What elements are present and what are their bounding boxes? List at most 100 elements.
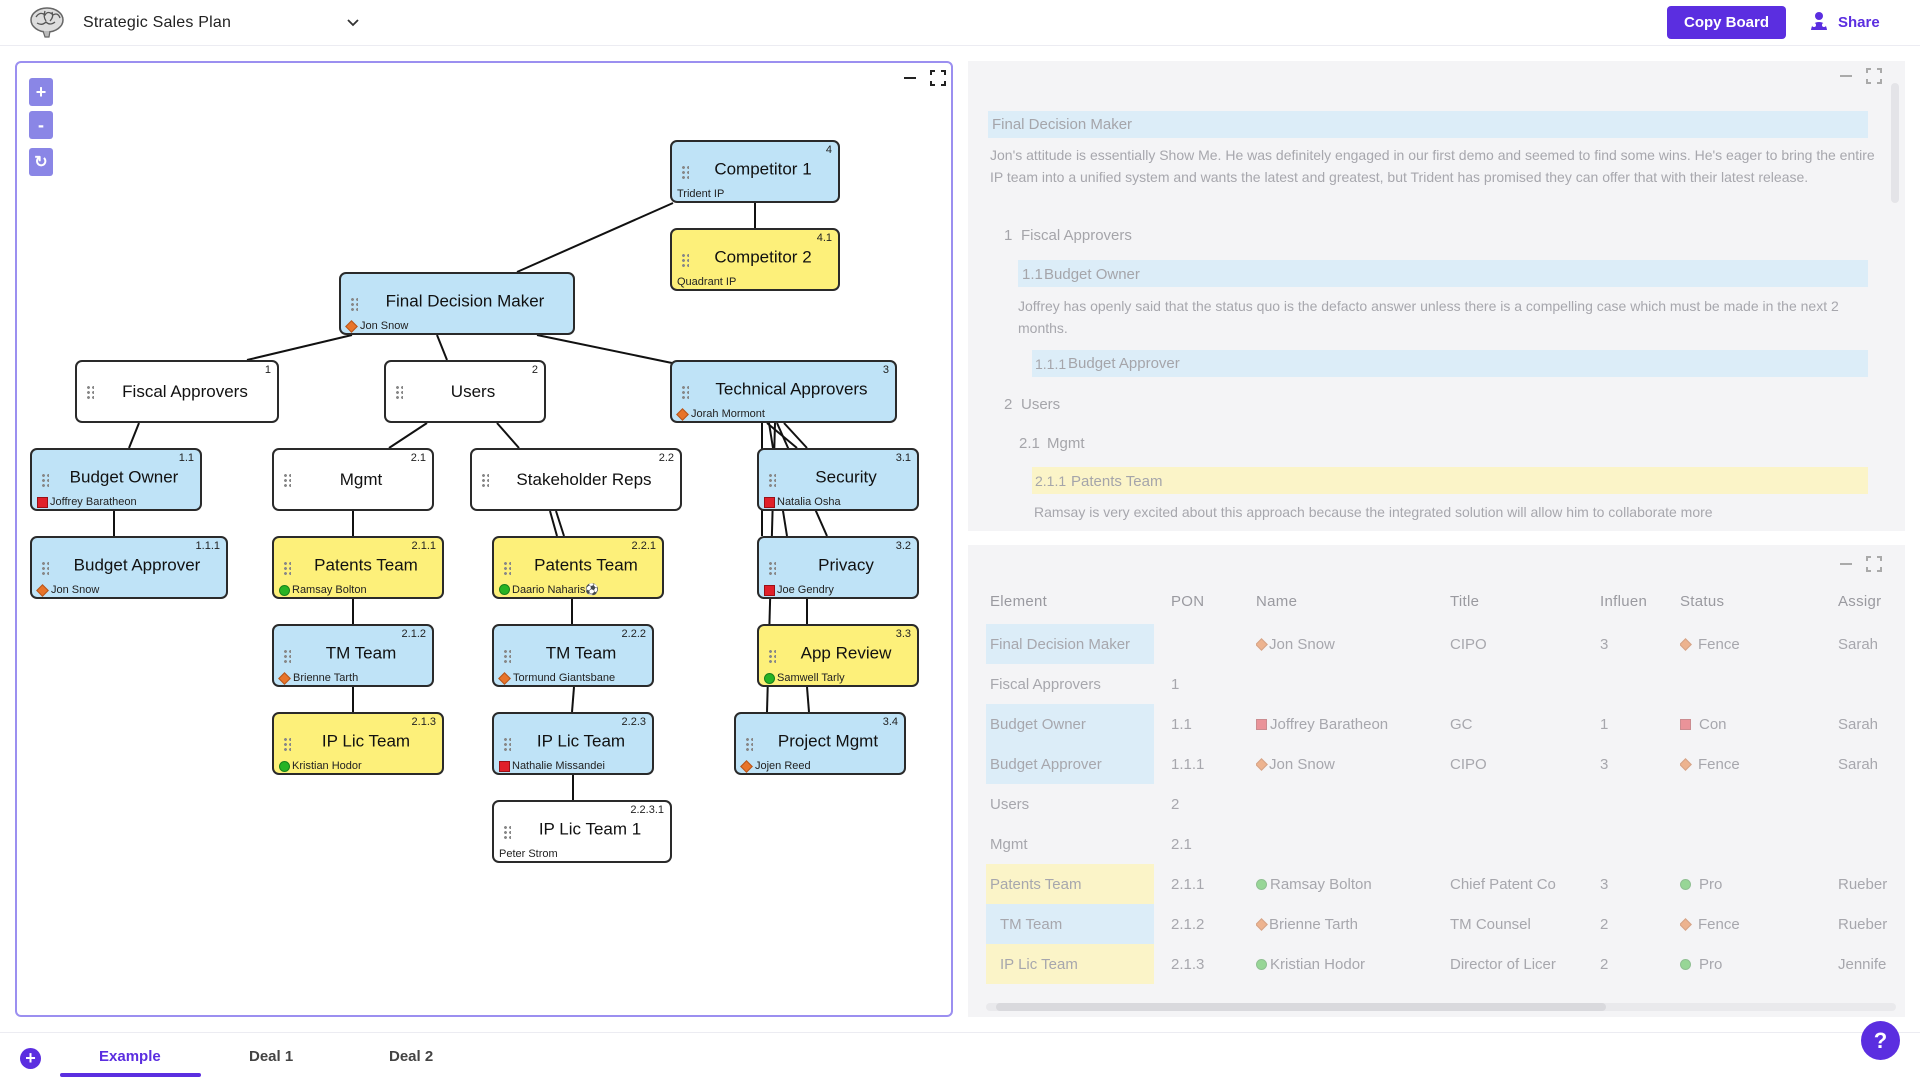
square-status-icon xyxy=(37,496,48,508)
drag-handle-icon[interactable] xyxy=(350,296,358,311)
drag-handle-icon[interactable] xyxy=(503,824,511,839)
drag-handle-icon[interactable] xyxy=(745,736,753,751)
help-button[interactable]: ? xyxy=(1861,1021,1900,1060)
drag-handle-icon[interactable] xyxy=(283,736,291,751)
drag-handle-icon[interactable] xyxy=(768,560,776,575)
outline-heading-fiscal: Fiscal Approvers xyxy=(1021,227,1132,244)
cell-influence: 3 xyxy=(1600,635,1609,653)
tab-example[interactable]: Example xyxy=(99,1048,161,1065)
drag-handle-icon[interactable] xyxy=(503,648,511,663)
node-number: 2.1 xyxy=(410,452,426,464)
minimize-icon[interactable] xyxy=(1838,556,1854,572)
drag-handle-icon[interactable] xyxy=(283,472,291,487)
table-horizontal-scrollbar[interactable] xyxy=(986,1003,1896,1011)
cell-assigned xyxy=(1838,784,1888,824)
drag-handle-icon[interactable] xyxy=(503,736,511,751)
drag-handle-icon[interactable] xyxy=(503,560,511,575)
drag-handle-icon[interactable] xyxy=(283,648,291,663)
drag-handle-icon[interactable] xyxy=(768,648,776,663)
elements-table-panel[interactable]: Element PON Name Title Influen Status As… xyxy=(968,545,1905,1017)
drag-handle-icon[interactable] xyxy=(86,384,94,399)
tab-deal-2[interactable]: Deal 2 xyxy=(389,1048,434,1065)
drag-handle-icon[interactable] xyxy=(395,384,403,399)
fullscreen-icon[interactable] xyxy=(930,70,946,86)
outline-scrollbar[interactable] xyxy=(1891,83,1899,203)
circle-status-icon xyxy=(1256,958,1267,970)
chevron-down-icon[interactable] xyxy=(343,12,363,32)
copy-board-button[interactable]: Copy Board xyxy=(1667,6,1786,39)
drag-handle-icon[interactable] xyxy=(481,472,489,487)
cell-assigned: Sarah xyxy=(1838,715,1879,733)
drag-handle-icon[interactable] xyxy=(41,472,49,487)
drag-handle-icon[interactable] xyxy=(41,560,49,575)
fullscreen-icon[interactable] xyxy=(1866,556,1882,572)
cell-status-text: Pro xyxy=(1699,875,1723,893)
zoom-out-button[interactable]: - xyxy=(29,111,53,139)
link-tech-sec2 xyxy=(783,422,808,449)
zoom-in-button[interactable]: + xyxy=(29,78,53,106)
outline-panel[interactable]: Final Decision Maker Jon's attitude is e… xyxy=(968,61,1905,531)
column-header-status[interactable]: Status xyxy=(1680,593,1725,610)
link-fdm-tech xyxy=(536,334,673,364)
share-button[interactable]: Share xyxy=(1808,6,1880,39)
node-title: Project Mgmt xyxy=(777,731,879,751)
node-person-name: Natalia Osha xyxy=(777,496,841,508)
column-header-pon[interactable]: PON xyxy=(1171,593,1205,610)
fullscreen-icon[interactable] xyxy=(1866,68,1882,84)
minimize-icon[interactable] xyxy=(1838,68,1854,84)
column-header-assigned[interactable]: Assigr xyxy=(1838,593,1882,610)
drag-handle-icon[interactable] xyxy=(681,164,689,179)
link-app-pm xyxy=(806,686,810,713)
drag-handle-icon[interactable] xyxy=(283,560,291,575)
drag-handle-icon[interactable] xyxy=(681,252,689,267)
column-header-name[interactable]: Name xyxy=(1256,593,1298,610)
node-title: Budget Approver xyxy=(73,555,201,575)
tab-deal-1[interactable]: Deal 1 xyxy=(249,1048,294,1065)
column-header-title[interactable]: Title xyxy=(1450,593,1480,610)
cell-element: Patents Team xyxy=(986,864,1154,904)
node-number: 2.1.2 xyxy=(401,628,426,640)
scrollbar-thumb[interactable] xyxy=(996,1003,1606,1011)
add-tab-button[interactable]: + xyxy=(20,1048,41,1069)
drag-handle-icon[interactable] xyxy=(768,472,776,487)
outline-highlight xyxy=(1032,467,1868,494)
active-tab-indicator xyxy=(60,1073,201,1077)
column-header-influence[interactable]: Influen xyxy=(1600,593,1648,610)
column-header-element[interactable]: Element xyxy=(990,593,1048,610)
minimize-icon[interactable] xyxy=(902,70,918,86)
cell-status xyxy=(1680,784,1810,824)
reset-view-button[interactable]: ↻ xyxy=(29,148,53,176)
drag-handle-icon[interactable] xyxy=(681,384,689,399)
